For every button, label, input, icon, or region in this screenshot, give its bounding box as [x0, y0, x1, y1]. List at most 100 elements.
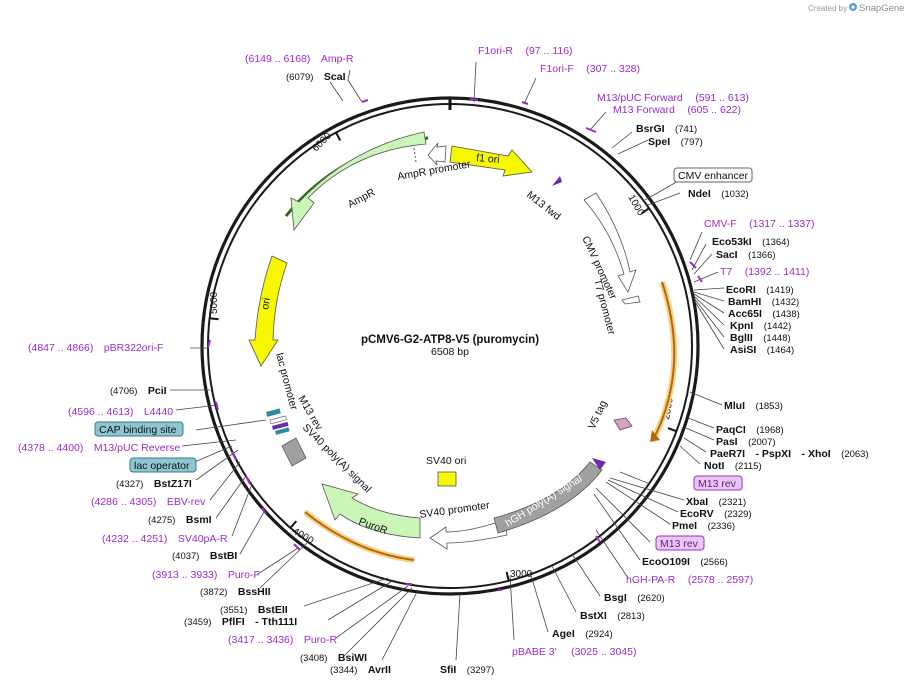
enzyme-spei[interactable]: SpeI (797) [648, 132, 703, 149]
feature-label-f1-ori: f1 ori [476, 152, 500, 166]
enzyme-xbai[interactable]: XbaI (2321) [686, 492, 746, 509]
snapgene-logo-icon [849, 3, 857, 11]
enzyme-kpni[interactable]: KpnI (1442) [730, 316, 791, 333]
ampr-dotted-divider [413, 147, 417, 163]
primer-t7[interactable]: T7 (1392 .. 1411) [720, 262, 809, 279]
tick-mark-3000 [505, 571, 510, 582]
feature-label-hgh-polya: hGH poly(A) signal [503, 473, 584, 530]
cap-binding-site-box[interactable] [94, 421, 184, 437]
feature-label-lac-promoter: lac promoter [273, 352, 300, 412]
enzyme-bstz17i[interactable]: (4327) BstZ17I [116, 474, 192, 491]
enzyme-bsiwi[interactable]: (3408) BsiWI [300, 648, 367, 665]
enzyme-agei[interactable]: AgeI (2924) [552, 624, 613, 641]
enzyme-pmei[interactable]: PmeI (2336) [672, 516, 735, 533]
feature-hgh-polya-signal[interactable] [493, 461, 603, 534]
feature-ori[interactable] [248, 255, 288, 367]
m13-rev-box-lower[interactable] [655, 535, 705, 551]
enzyme-scai[interactable]: (6079) ScaI [286, 67, 346, 84]
tick-mark-4000 [289, 520, 298, 529]
enzyme-avrii[interactable]: (3344) AvrII [330, 660, 391, 677]
snapgene-brand: SnapGene [859, 3, 904, 14]
primer-m13-puc-forward[interactable]: M13/pUC Forward (591 .. 613) [597, 88, 749, 105]
feature-f1-ori[interactable] [449, 145, 533, 177]
primer-pbr322ori-f[interactable]: (4847 .. 4866) pBR322ori-F [28, 338, 163, 355]
enzyme-asisi[interactable]: AsiSI (1464) [730, 340, 794, 357]
enzyme-pcii[interactable]: (4706) PciI [110, 381, 167, 398]
enzyme-ecori[interactable]: EcoRI (1419) [726, 280, 794, 297]
enzyme-bsrgi[interactable]: BsrGI (741) [636, 119, 697, 136]
primer-amp-r[interactable]: (6149 .. 6168) Amp-R [245, 49, 354, 66]
enzyme-pasi[interactable]: PasI (2007) [716, 432, 776, 449]
primer-hgh-pa-r[interactable]: hGH-PA-R (2578 .. 2597) [626, 570, 753, 587]
m13-rev-box-right-label: M13 rev [698, 478, 737, 490]
cmv-enhancer-box[interactable] [673, 167, 753, 183]
tick-mark-1000 [641, 207, 650, 215]
m13-rev-box-right[interactable] [693, 475, 743, 491]
primer-ebv-rev[interactable]: (4286 .. 4305) EBV-rev [91, 492, 206, 509]
feature-label-sv40-polya: SV40 poly(A) signal [300, 422, 374, 496]
enzyme-sfii[interactable]: SfiI (3297) [440, 660, 494, 677]
feature-t7-promoter[interactable] [621, 295, 641, 305]
feature-v5-tag[interactable] [613, 417, 633, 431]
plasmid-length: 6508 bp [431, 346, 469, 358]
feature-sv40-polya-signal[interactable] [281, 437, 307, 467]
feature-sv40-ori[interactable] [437, 471, 457, 487]
feature-label-ampr: AmpR [346, 186, 378, 210]
enzyme-pflfi[interactable]: (3459) PflFI - Tth111I [184, 612, 297, 629]
feature-puror[interactable] [321, 483, 421, 539]
tick-label-6000: 6000 [310, 130, 334, 154]
enzyme-eco0109i[interactable]: EcoO109I (2566) [642, 552, 728, 569]
primer-puro-f[interactable]: (3913 .. 3933) Puro-F [152, 565, 260, 582]
primer-puro-r[interactable]: (3417 .. 3436) Puro-R [228, 630, 338, 647]
enzyme-bsteii[interactable]: (3551) BstEII [220, 600, 288, 617]
feature-m13-fwd[interactable] [552, 176, 562, 186]
primer-m13-forward[interactable]: M13 Forward (605 .. 622) [613, 100, 741, 117]
feature-ampr-promoter[interactable] [427, 142, 447, 166]
enzyme-bstbi[interactable]: (4037) BstBI [172, 546, 237, 563]
enzyme-acc65i[interactable]: Acc65I (1438) [728, 304, 800, 321]
primer-f1ori-f[interactable]: F1ori-F (307 .. 328) [540, 59, 640, 76]
primer-pbabe3[interactable]: pBABE 3' (3025 .. 3045) [512, 642, 636, 659]
primer-m13-puc-reverse[interactable]: (4378 .. 4400) M13/pUC Reverse [18, 438, 180, 455]
enzyme-bstxi[interactable]: BstXI (2813) [580, 606, 645, 623]
feature-label-m13-fwd: M13 fwd [524, 189, 563, 223]
m13-rev-primer-marker [592, 458, 606, 470]
puror-orange-arc [304, 511, 415, 561]
feature-sv40-promoter[interactable] [429, 519, 508, 550]
primer-ticks [207, 98, 703, 591]
m13-rev-box-lower-label: M13 rev [660, 538, 699, 550]
lac-operator-box[interactable] [129, 457, 197, 473]
enzyme-bamhi[interactable]: BamHI (1432) [728, 292, 799, 309]
enzyme-mlui[interactable]: MluI (1853) [724, 396, 783, 413]
tick-mark-6000 [335, 132, 342, 141]
lac-operator-label: lac operator [134, 460, 190, 472]
primer-l4440[interactable]: (4596 .. 4613) L4440 [68, 402, 173, 419]
enzyme-paer7i[interactable]: PaeR7I - PspXI - XhoI (2063) [710, 444, 869, 461]
cds-orange-arc [653, 281, 676, 439]
feature-label-sv40-promoter: SV40 promoter [419, 499, 491, 521]
enzyme-ndei[interactable]: NdeI (1032) [688, 184, 749, 201]
primer-sv40pa-r[interactable]: (4232 .. 4251) SV40pA-R [102, 529, 228, 546]
enzyme-noti[interactable]: NotI (2115) [704, 456, 762, 473]
plasmid-name: pCMV6-G2-ATP8-V5 (puromycin) [361, 334, 539, 346]
enzyme-bsgi[interactable]: BsgI (2620) [604, 588, 665, 605]
enzyme-eco53ki[interactable]: Eco53kI (1364) [712, 232, 790, 249]
feature-label-ori: ori [259, 297, 273, 311]
primer-cmv-f[interactable]: CMV-F (1317 .. 1337) [704, 214, 815, 231]
primer-f1ori-r[interactable]: F1ori-R (97 .. 116) [478, 41, 573, 58]
enzyme-bsmi[interactable]: (4275) BsmI [148, 510, 212, 527]
cap-binding-site-label: CAP binding site [99, 424, 177, 436]
cds-arrowhead-icon [650, 430, 660, 442]
enzyme-paqci[interactable]: PaqCI (1968) [716, 420, 784, 437]
enzyme-bsshii[interactable]: (3872) BssHII [200, 582, 271, 599]
tick-label-3000: 3000 [510, 569, 533, 580]
enzyme-bglii[interactable]: BglII (1448) [730, 328, 791, 345]
tick-marks [209, 132, 677, 582]
feature-cmv-promoter[interactable] [583, 192, 637, 293]
feature-ampr[interactable] [290, 131, 427, 232]
enzyme-ecorv[interactable]: EcoRV (2329) [680, 504, 752, 521]
created-by-label: Created by [808, 4, 847, 13]
enzyme-saci[interactable]: SacI (1366) [716, 245, 776, 262]
